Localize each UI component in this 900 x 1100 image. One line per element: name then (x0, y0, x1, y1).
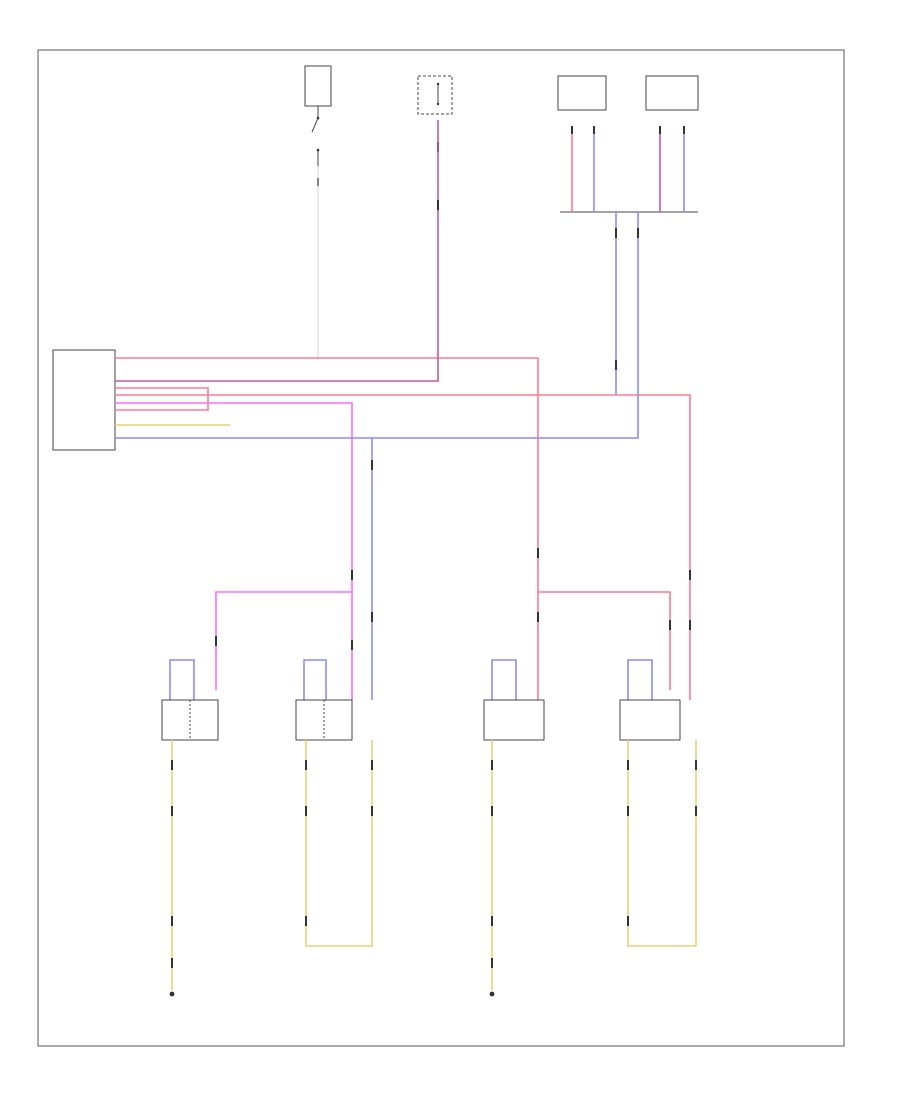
control-module-left (557, 75, 607, 134)
wire-pink-fuse (115, 120, 439, 382)
wire-red-2 (115, 394, 691, 700)
sensor-3 (483, 659, 545, 741)
wire-red-1 (115, 357, 539, 700)
wire-yellow-gnd-2 (305, 740, 373, 947)
wire-red-3 (115, 387, 209, 411)
diagram-border (37, 49, 845, 1047)
sensor-4 (619, 659, 681, 741)
main-control-module (52, 349, 116, 451)
sensor-1 (161, 659, 219, 741)
wire-red-branch (538, 591, 671, 690)
wire-yellow-gnd-4 (627, 740, 697, 947)
sensor-2 (295, 659, 353, 741)
wire-pink-2 (115, 402, 353, 700)
connector-ticks (171, 200, 697, 968)
fuse-panel (417, 75, 453, 152)
wire-blue-1 (115, 212, 639, 439)
control-module-right (645, 75, 699, 134)
ground-left-symbol (169, 991, 175, 997)
ground-right-symbol (489, 991, 495, 997)
wire-pink-branch (215, 591, 352, 690)
